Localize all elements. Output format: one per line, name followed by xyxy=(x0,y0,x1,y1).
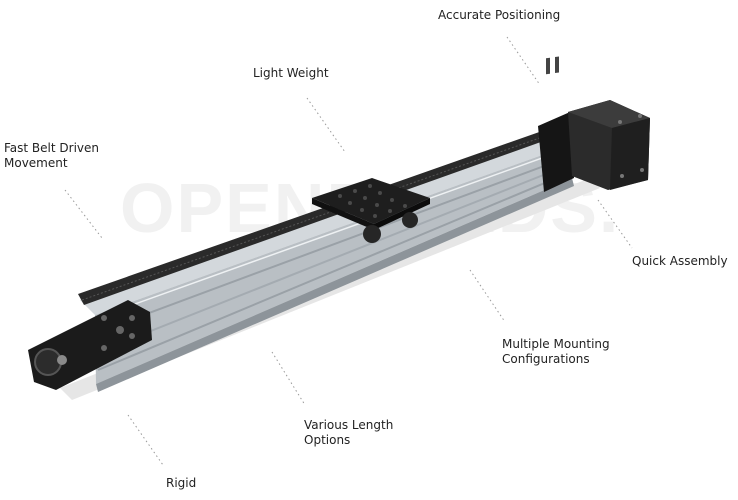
rail-groove-1 xyxy=(97,155,572,333)
leader-rigid xyxy=(127,414,164,466)
plate-hole-3 xyxy=(101,345,107,351)
callout-multiple-mounting-line1: Multiple Mounting xyxy=(502,337,610,351)
rail-groove-3 xyxy=(97,171,572,371)
callout-accurate-positioning-text: Accurate Positioning xyxy=(438,8,561,22)
callout-various-length-line1: Various Length xyxy=(304,418,394,432)
callout-fast-belt-driven-line1: Fast Belt Driven xyxy=(4,141,99,155)
motor-mount-slot-2 xyxy=(555,56,559,73)
callout-various-length-line2: Options xyxy=(304,433,351,447)
callout-multiple-mounting-line2: Configurations xyxy=(502,352,590,366)
gantry-plate-edge-right xyxy=(374,198,430,230)
gantry-plate xyxy=(312,178,430,224)
idler-pulley xyxy=(34,348,62,376)
callout-light-weight-text: Light Weight xyxy=(253,66,329,80)
callout-multiple-mounting: Multiple Mounting Configurations xyxy=(502,337,610,367)
motor-screw-2 xyxy=(638,114,642,118)
callout-quick-assembly: Quick Assembly xyxy=(632,254,728,269)
leader-light-weight xyxy=(306,97,346,153)
idler-bolt xyxy=(57,355,67,365)
rail-highlight xyxy=(95,147,571,319)
leader-fast-belt-driven xyxy=(64,189,103,239)
gantry-wheel-1 xyxy=(363,225,381,243)
timing-belt xyxy=(78,130,552,305)
leader-accurate-positioning xyxy=(506,36,541,86)
plate-hole-2 xyxy=(129,315,135,321)
callout-rigid-text: Rigid xyxy=(166,476,197,490)
callout-accurate-positioning: Accurate Positioning xyxy=(438,8,560,23)
gantry-holes xyxy=(338,184,407,218)
rail-groove-2 xyxy=(97,163,572,353)
leader-quick-assembly xyxy=(597,199,633,249)
callout-fast-belt-driven-line2: Movement xyxy=(4,156,68,170)
callout-fast-belt-driven: Fast Belt Driven Movement xyxy=(4,141,99,171)
callout-quick-assembly-text: Quick Assembly xyxy=(632,254,728,268)
callout-various-length: Various Length Options xyxy=(304,418,393,448)
motor-screw-4 xyxy=(640,168,644,172)
leader-various-length xyxy=(271,351,306,406)
plate-hole-5 xyxy=(116,326,124,334)
stepper-motor-front xyxy=(610,118,650,190)
rail-bottom-face xyxy=(96,178,574,392)
callout-light-weight: Light Weight xyxy=(253,66,329,81)
motor-screw-3 xyxy=(620,174,624,178)
rail-front-face xyxy=(95,145,572,384)
plate-hole-4 xyxy=(129,333,135,339)
callout-rigid: Rigid xyxy=(166,476,196,491)
motor-screw-1 xyxy=(618,120,622,124)
motor-mount-plate xyxy=(538,112,574,192)
callout-leader-lines xyxy=(64,36,633,466)
gantry-wheel-2 xyxy=(402,212,418,228)
gantry-plate-edge xyxy=(312,198,374,230)
plate-hole-1 xyxy=(101,315,107,321)
stepper-motor-top xyxy=(568,100,650,128)
leader-multiple-mounting xyxy=(469,269,506,323)
rail-top-face xyxy=(80,135,570,315)
motor-mount-slot-1 xyxy=(546,57,550,75)
